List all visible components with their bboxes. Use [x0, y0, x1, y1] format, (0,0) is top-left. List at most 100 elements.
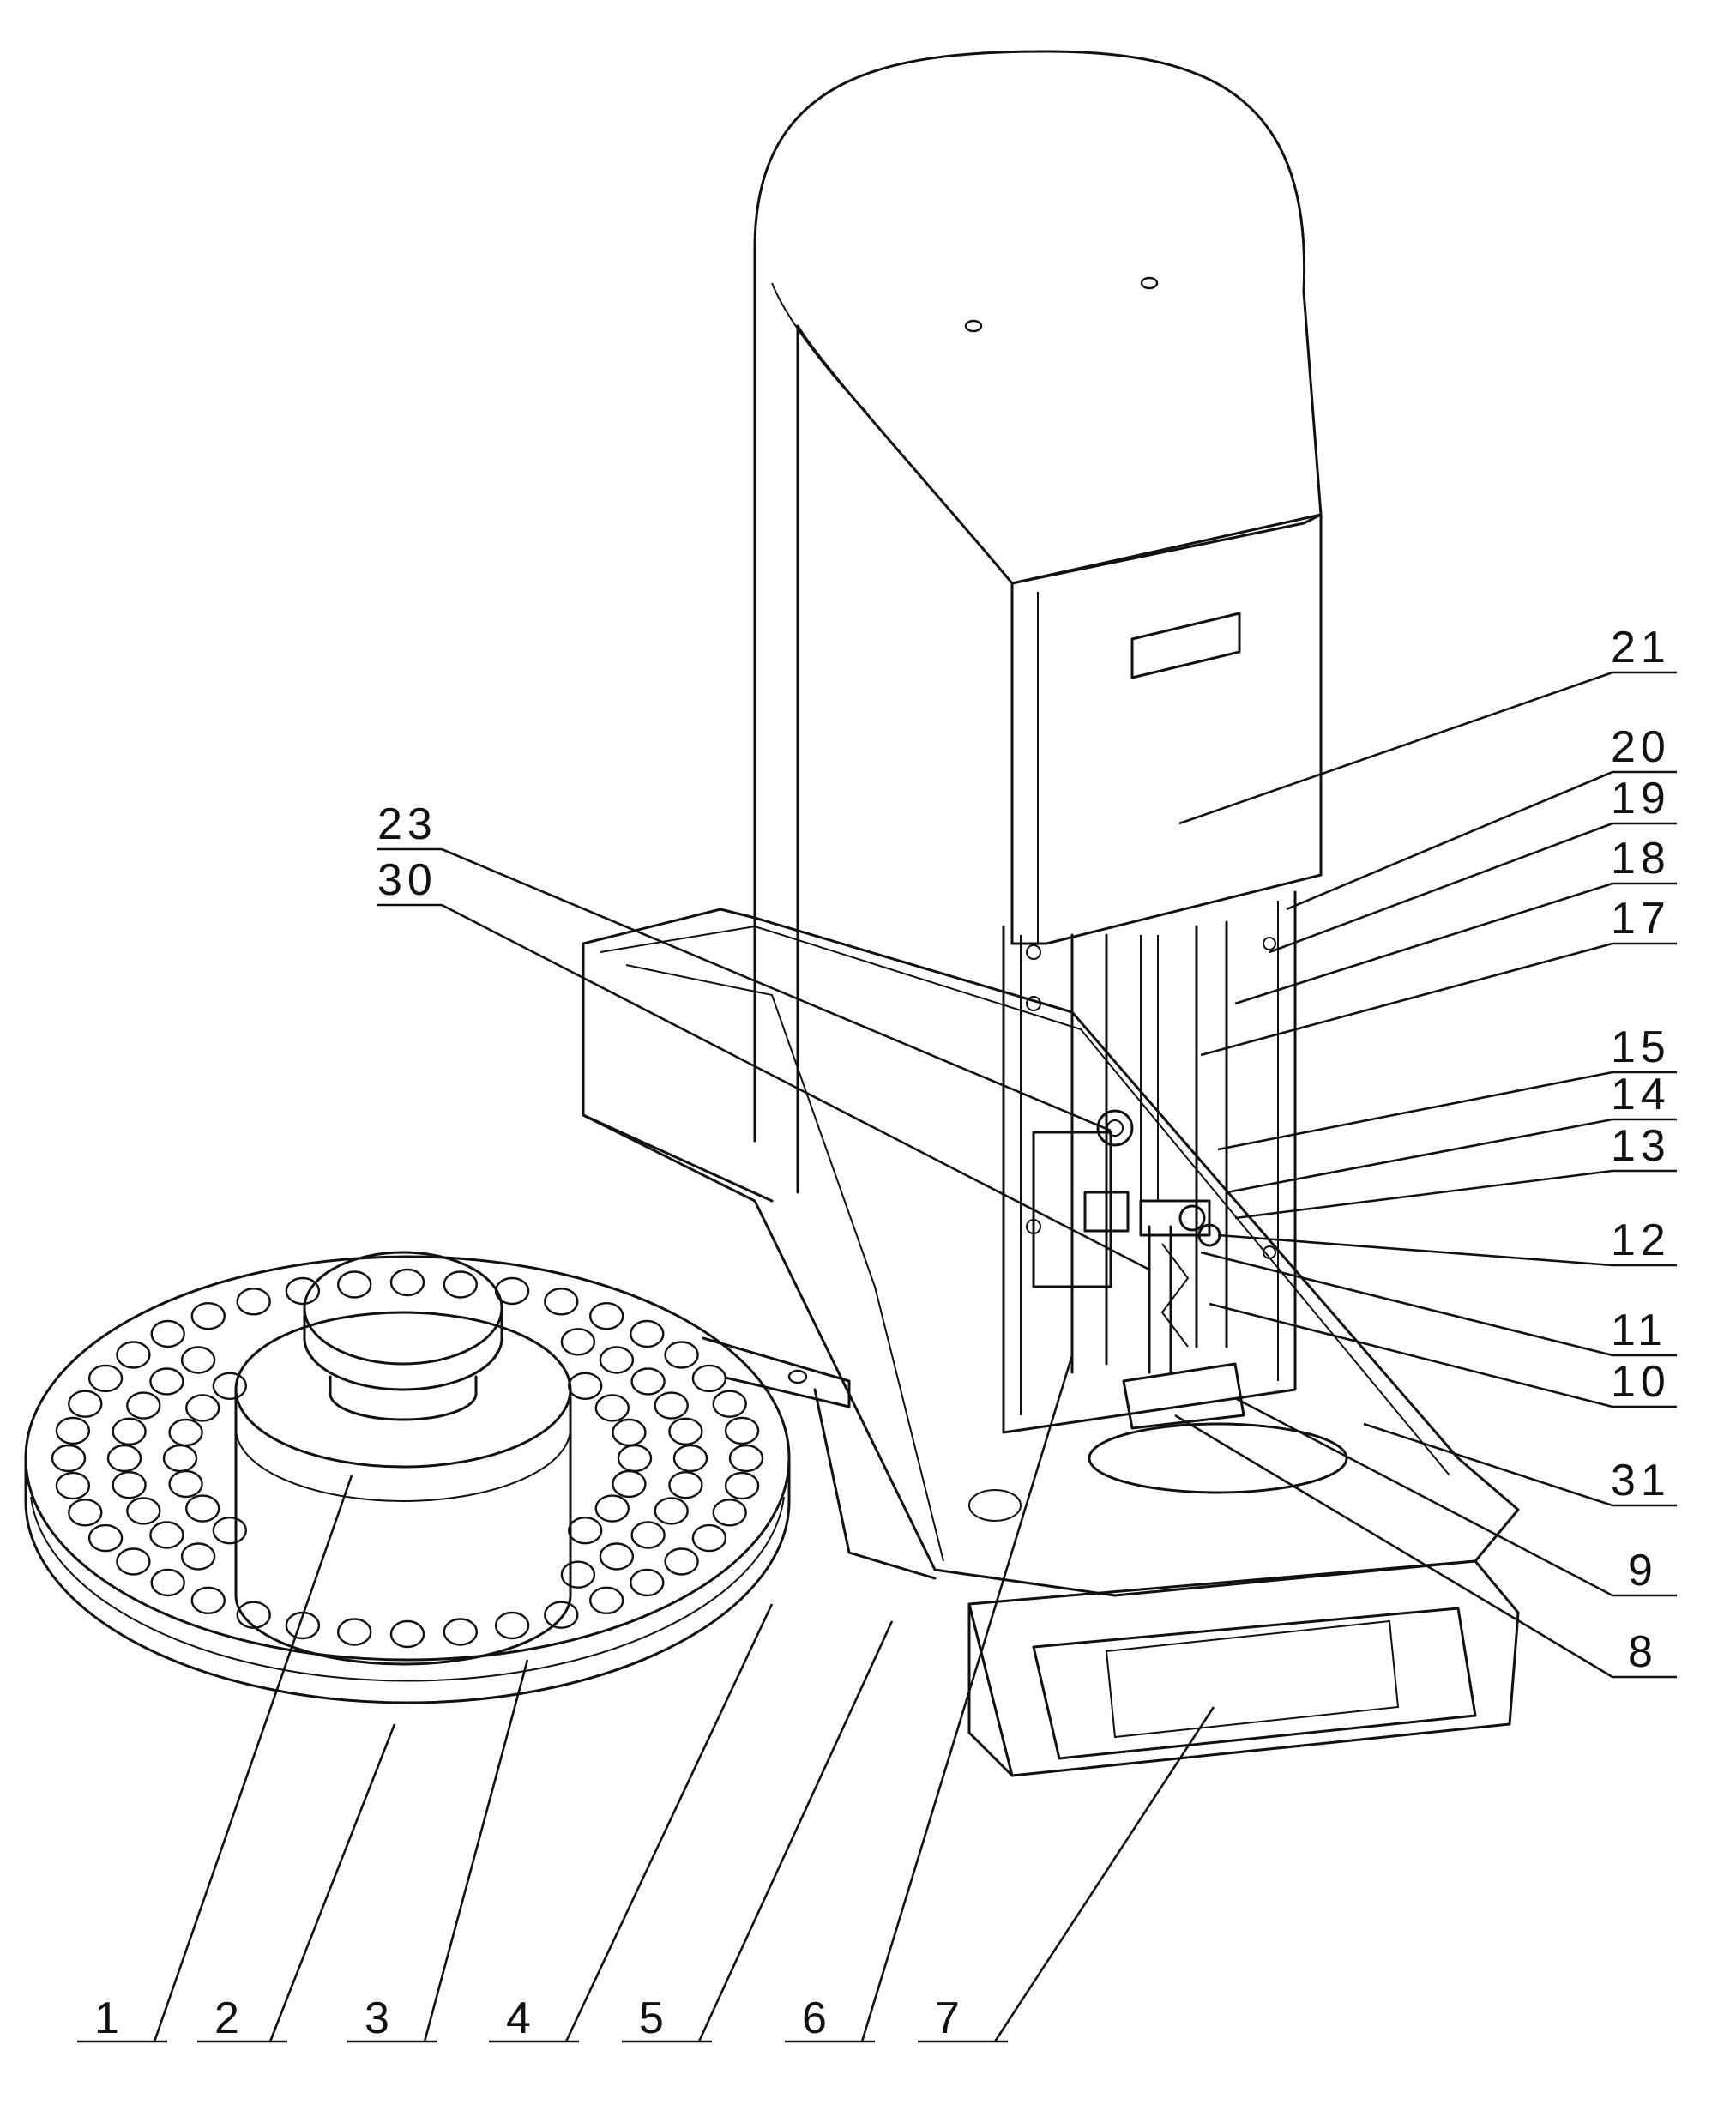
label-6: 6 [802, 1993, 832, 2043]
sample-hole [337, 1618, 372, 1646]
label-11: 11 [1611, 1306, 1667, 1355]
front-housing [1010, 513, 1323, 945]
sample-hole [184, 1494, 220, 1523]
label-23: 23 [377, 799, 437, 849]
sample-hole [589, 1301, 624, 1330]
sample-hole [68, 1390, 103, 1418]
sample-hole [190, 1586, 226, 1615]
sample-hole [285, 1276, 321, 1306]
leader-lines [77, 671, 1677, 2043]
display-panel [967, 1559, 1520, 1777]
label-9: 9 [1628, 1546, 1658, 1595]
sample-hole [630, 1521, 666, 1549]
sample-hole [150, 1568, 185, 1597]
sample-hole [544, 1288, 579, 1316]
sample-hole [691, 1523, 727, 1553]
sample-hole [654, 1497, 689, 1525]
base-housing [582, 908, 1520, 1597]
sample-hole [162, 1444, 198, 1473]
sample-hole [126, 1391, 161, 1420]
sample-hole [87, 1364, 124, 1393]
sample-hole [560, 1560, 596, 1589]
label-4: 4 [506, 1993, 536, 2043]
sample-hole [724, 1471, 760, 1500]
label-21: 21 [1611, 623, 1671, 672]
sample-hole [654, 1391, 689, 1420]
label-18: 18 [1611, 834, 1671, 884]
label-8: 8 [1628, 1627, 1658, 1677]
label-5: 5 [639, 1993, 669, 2043]
label-30: 30 [377, 855, 437, 905]
label-7: 7 [935, 1993, 965, 2043]
sample-hole [672, 1444, 708, 1473]
sample-hole [630, 1568, 665, 1597]
sample-hole [112, 1470, 147, 1499]
main-column [753, 50, 1323, 1194]
label-19: 19 [1611, 774, 1671, 823]
label-12: 12 [1611, 1215, 1671, 1265]
mechanism-window [968, 890, 1348, 1522]
sample-hole [116, 1341, 151, 1369]
sample-hole [443, 1618, 478, 1646]
sample-hole [630, 1319, 665, 1348]
sample-hole [568, 1516, 603, 1545]
sample-hole [612, 1418, 647, 1447]
sample-hole [712, 1499, 747, 1527]
label-14: 14 [1611, 1070, 1671, 1119]
center-hub [234, 1251, 572, 1666]
sample-hole [212, 1516, 247, 1545]
label-20: 20 [1611, 722, 1671, 772]
sample-hole [190, 1301, 226, 1330]
sample-hole [55, 1471, 91, 1500]
sample-hole [337, 1270, 372, 1299]
sample-hole [168, 1469, 203, 1499]
sample-turntable [24, 1255, 791, 1704]
sample-hole [599, 1346, 635, 1374]
part-labels: 1 2 3 4 5 6 7 21 20 19 18 17 15 14 13 12… [94, 623, 1671, 2043]
label-10: 10 [1611, 1357, 1671, 1407]
sample-hole [664, 1341, 699, 1369]
sample-hole [68, 1499, 103, 1527]
sample-hole [180, 1346, 216, 1374]
sample-hole [664, 1547, 699, 1576]
sample-hole [599, 1542, 635, 1571]
sample-hole [106, 1444, 142, 1473]
side-platform [702, 1336, 851, 1408]
sample-hole [594, 1394, 630, 1422]
sample-hole [712, 1390, 747, 1418]
sample-hole [668, 1417, 703, 1446]
sample-hole [568, 1372, 603, 1401]
label-3: 3 [365, 1993, 395, 2043]
sample-hole [389, 1619, 425, 1649]
sample-hole [126, 1497, 161, 1525]
sample-hole [236, 1288, 271, 1316]
sample-hole [589, 1586, 624, 1615]
sample-hole [212, 1372, 247, 1401]
label-1: 1 [94, 1993, 124, 2043]
sample-hole [55, 1416, 91, 1445]
sample-hole [116, 1547, 151, 1576]
sample-hole [724, 1416, 760, 1445]
sample-hole [617, 1444, 653, 1473]
label-2: 2 [214, 1993, 244, 2043]
sample-hole [560, 1328, 596, 1356]
sample-hole [149, 1521, 184, 1549]
sample-hole [612, 1469, 647, 1499]
sample-hole [150, 1319, 185, 1348]
sample-hole [668, 1470, 703, 1499]
label-31: 31 [1611, 1456, 1671, 1505]
sample-hole [184, 1394, 220, 1422]
label-17: 17 [1611, 894, 1671, 944]
sample-hole [443, 1270, 478, 1299]
sample-hole [594, 1494, 630, 1523]
sample-hole [51, 1444, 87, 1473]
sample-hole [149, 1367, 184, 1396]
sample-hole [389, 1268, 425, 1297]
sample-hole [544, 1601, 579, 1629]
sample-hole [494, 1611, 530, 1640]
sample-holes [51, 1268, 764, 1649]
sample-hole [87, 1523, 124, 1553]
sample-hole [168, 1418, 203, 1447]
label-13: 13 [1611, 1121, 1671, 1171]
